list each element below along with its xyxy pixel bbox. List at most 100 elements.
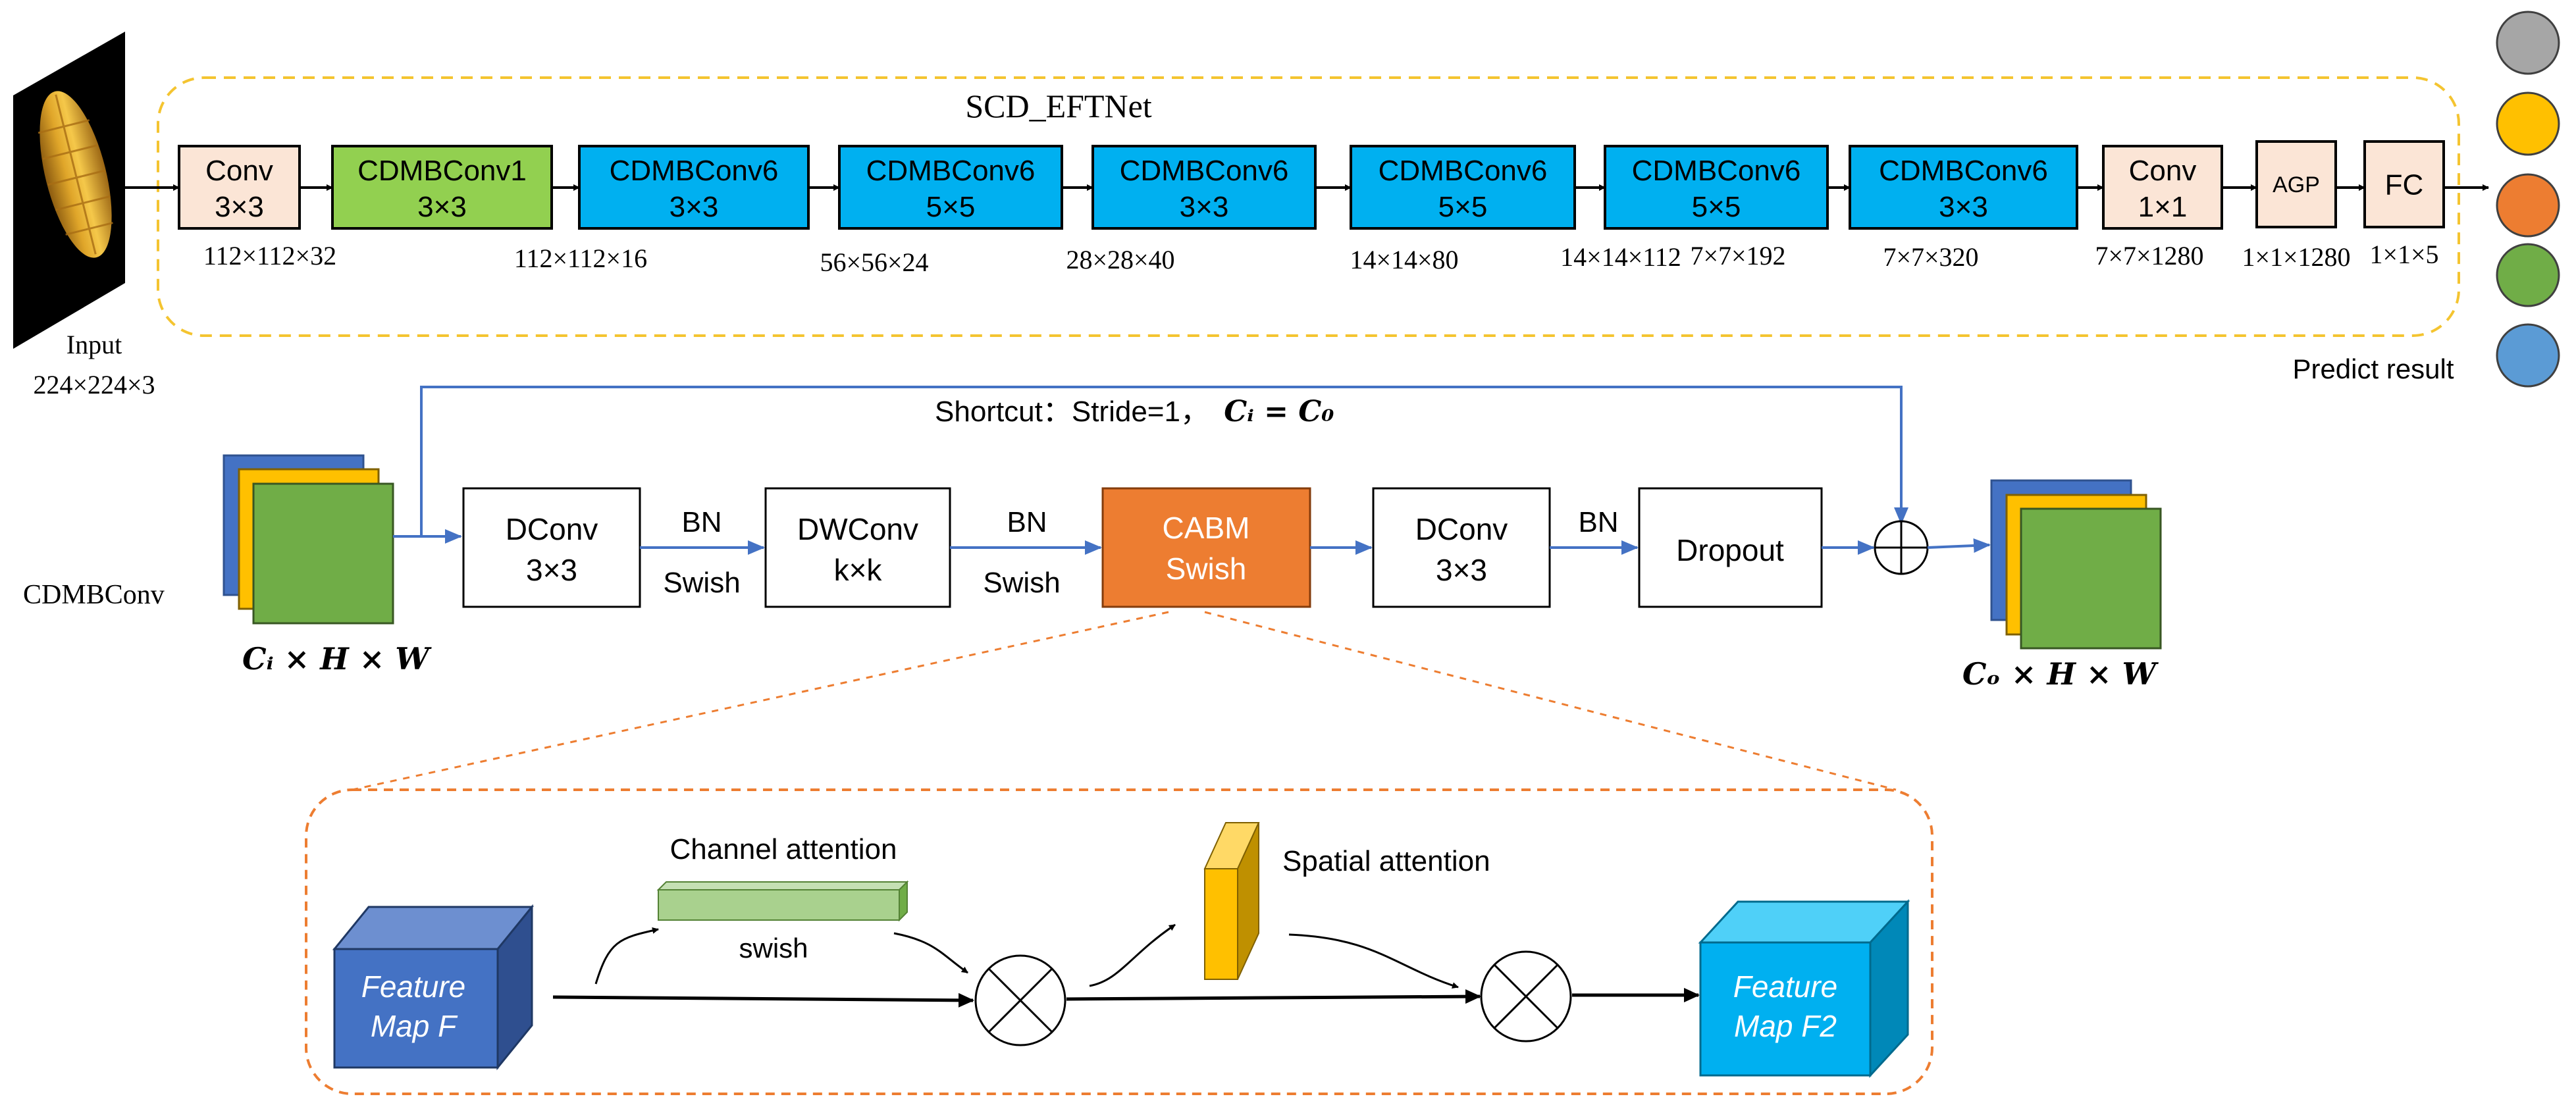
pipeline-block-4: CDMBConv6 5×5 [838, 145, 1063, 230]
pipeline-block-label: CDMBConv6 [1120, 155, 1289, 187]
pipeline-block-dims: 1×1×1280 [2242, 242, 2350, 272]
input-feature-stack [223, 454, 394, 625]
pipeline-block-kernel: 1×1 [2138, 191, 2188, 223]
shortcut-condition: Cᵢ = C₀ [1224, 395, 1334, 428]
pipeline-block-label: CDMBConv6 [866, 155, 1036, 187]
pipeline-block-dims: 14×14×112 [1560, 242, 1681, 272]
pipeline-block-8: CDMBConv6 3×3 [1849, 145, 2078, 230]
pipeline-block-dims: 56×56×24 [820, 247, 928, 277]
bn1-label: BN [681, 506, 722, 538]
spatial-attention-label: Spatial attention [1282, 845, 1490, 877]
pipeline-block-kernel: 5×5 [926, 191, 976, 223]
pipeline-block-dims: 112×112×16 [514, 244, 647, 273]
pipeline-block-dims: 112×112×32 [203, 241, 336, 270]
attention-frame [305, 788, 1933, 1095]
pipeline-block-11: FC [2363, 140, 2445, 228]
curve-mult1-to-spatial [1089, 923, 1176, 987]
pipeline-block-kernel: 3×3 [1939, 191, 1988, 223]
block-name: CDMBConv [23, 580, 165, 610]
multiply-operator-2 [1480, 950, 1572, 1043]
predict-class-circle-2 [2496, 91, 2560, 156]
feature-map-f-cube: Feature Map F [332, 904, 535, 1071]
dconv2-block: DConv 3×3 [1372, 487, 1551, 608]
pipeline-block-label: CDMBConv6 [610, 155, 779, 187]
pipeline-block-10: AGP [2255, 140, 2337, 228]
bn2-label: BN [1007, 506, 1047, 538]
pipeline-block-dims: 14×14×80 [1350, 245, 1458, 274]
feature-out-line2: Map F2 [1734, 1009, 1837, 1043]
add-operator [1874, 520, 1929, 575]
curve-f-to-channel [594, 927, 659, 985]
swish1-label: Swish [663, 567, 740, 599]
pipeline-block-label: CDMBConv1 [357, 155, 527, 187]
dropout-block: Dropout [1638, 487, 1823, 608]
shortcut-prefix: Shortcut：Stride=1， [935, 396, 1209, 428]
pipeline-block-5: CDMBConv6 3×3 [1091, 145, 1317, 230]
zoom-line-right [1204, 611, 1897, 791]
dwconv-line1: DWConv [797, 512, 918, 546]
feature-map-f2-cube: Feature Map F2 [1698, 899, 1910, 1078]
dconv2-line2: 3×3 [1436, 553, 1487, 587]
pipeline-block-2: CDMBConv1 3×3 [331, 145, 553, 230]
pipeline-block-label: CDMBConv6 [1632, 155, 1801, 187]
curve-channel-to-mult1 [893, 932, 968, 974]
pipeline-block-kernel: 3×3 [670, 191, 719, 223]
pipeline-block-kernel: 5×5 [1438, 191, 1488, 223]
pipeline-block-label: AGP [2273, 172, 2320, 197]
predict-class-circle-4 [2496, 243, 2560, 307]
predict-class-circle-1 [2496, 11, 2560, 75]
feature-out-line1: Feature [1733, 969, 1838, 1004]
pipeline-block-kernel: 3×3 [1180, 191, 1229, 223]
network-frame [157, 76, 2460, 337]
pipeline-block-label: Conv [205, 155, 273, 187]
pipeline-block-label: FC [2385, 168, 2424, 201]
cabm-block: CABM Swish [1101, 487, 1311, 608]
input-shape-label: Cᵢ × H × W [242, 641, 432, 677]
swish2-label: Swish [983, 567, 1060, 599]
swish-label: swish [739, 933, 808, 964]
pipeline-block-9: Conv1×1 [2102, 145, 2223, 230]
pipeline-block-kernel: 3×3 [417, 191, 467, 223]
spatial-attention-slab [1203, 822, 1260, 980]
pipeline-block-dims: 28×28×40 [1066, 245, 1174, 274]
channel-attention-label: Channel attention [670, 833, 897, 865]
dconv1-line2: 3×3 [526, 553, 577, 587]
multiply-operator-1 [974, 954, 1066, 1046]
predict-result-label: Predict result [2292, 353, 2454, 384]
pipeline-block-dims: 7×7×1280 [2095, 241, 2203, 270]
pipeline-block-kernel: 3×3 [215, 191, 264, 223]
channel-attention-bar [656, 880, 909, 922]
feature-in-line1: Feature [361, 969, 466, 1004]
predict-class-circle-5 [2496, 323, 2560, 388]
curve-spatial-to-mult2 [1288, 933, 1459, 989]
pipeline-block-1: Conv 3×3 [178, 145, 301, 230]
pipeline-block-3: CDMBConv6 3×3 [578, 145, 810, 230]
pipeline-block-7: CDMBConv6 5×5 [1604, 145, 1829, 230]
pipeline-block-label: CDMBConv6 [1379, 155, 1548, 187]
pipeline-block-dims: 1×1×5 [2369, 240, 2438, 269]
dropout-label: Dropout [1676, 533, 1784, 567]
bn3-label: BN [1578, 506, 1618, 538]
cabm-line1: CABM [1163, 511, 1250, 545]
pipeline-block-dims: 7×7×320 [1883, 242, 1978, 272]
pipeline-block-label: CDMBConv6 [1879, 155, 2048, 187]
predict-class-circle-3 [2496, 173, 2560, 238]
dconv1-block: DConv 3×3 [462, 487, 641, 608]
pipeline-block-kernel: 5×5 [1692, 191, 1741, 223]
input-dims: 224×224×3 [33, 370, 155, 399]
flow-mult1-to-mult2 [1066, 989, 1481, 1004]
arrow-add-output [1927, 538, 1991, 554]
pipeline-block-dims: 7×7×192 [1690, 241, 1785, 270]
pipeline-block-6: CDMBConv6 5×5 [1350, 145, 1576, 230]
zoom-line-left [352, 611, 1169, 791]
shortcut-label: Shortcut：Stride=1， Cᵢ = C₀ [935, 395, 1334, 428]
input-label: Input [66, 330, 122, 359]
output-shape-label: Cₒ × H × W [1962, 656, 2159, 692]
output-feature-stack [1990, 479, 2162, 650]
dconv1-line1: DConv [506, 512, 598, 546]
input-image [13, 32, 125, 349]
dconv2-line1: DConv [1415, 512, 1508, 546]
network-title: SCD_EFTNet [965, 88, 1151, 124]
dwconv-line2: k×k [834, 553, 883, 587]
